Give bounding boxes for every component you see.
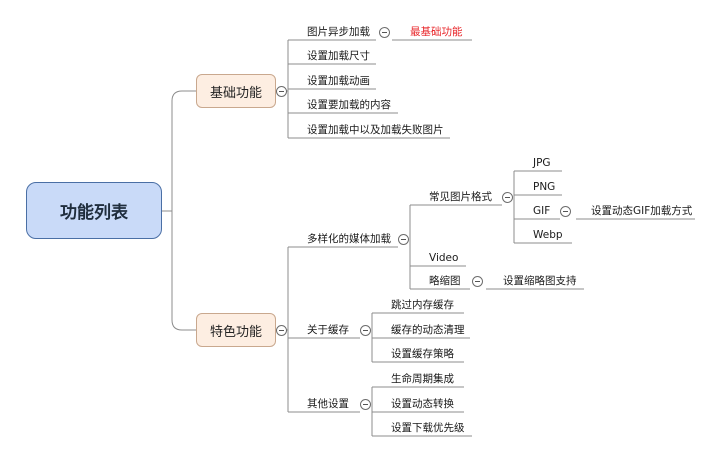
collapse-icon[interactable] (360, 325, 371, 336)
collapse-icon[interactable] (560, 206, 571, 217)
collapse-icon[interactable] (379, 27, 390, 38)
collapse-icon[interactable] (276, 325, 287, 336)
node-image-formats[interactable]: 常见图片格式 (429, 191, 492, 203)
node-caching[interactable]: 关于缓存 (307, 324, 349, 336)
node-skip-memory-cache[interactable]: 跳过内存缓存 (391, 299, 454, 311)
node-load-animation[interactable]: 设置加载动画 (307, 75, 370, 87)
collapse-icon[interactable] (398, 234, 409, 245)
node-lifecycle[interactable]: 生命周期集成 (391, 373, 454, 385)
node-media-loading[interactable]: 多样化的媒体加载 (307, 233, 391, 245)
collapse-icon[interactable] (502, 192, 513, 203)
collapse-icon[interactable] (360, 399, 371, 410)
node-download-priority[interactable]: 设置下载优先级 (391, 422, 465, 434)
node-basic-functions[interactable]: 基础功能 (196, 74, 276, 108)
node-special-functions[interactable]: 特色功能 (196, 313, 276, 347)
node-format-gif[interactable]: GIF (533, 205, 551, 217)
node-async-loading[interactable]: 图片异步加载 (307, 26, 370, 38)
node-dynamic-transform[interactable]: 设置动态转换 (391, 398, 454, 410)
root-node[interactable]: 功能列表 (26, 182, 162, 239)
node-video[interactable]: Video (429, 252, 459, 264)
connector-root-basic (162, 90, 196, 212)
connector-root-special (171, 211, 196, 331)
node-thumbnail[interactable]: 略缩图 (429, 275, 461, 287)
node-placeholder-error-images[interactable]: 设置加载中以及加载失败图片 (307, 124, 444, 136)
node-format-jpg[interactable]: JPG (533, 157, 551, 169)
node-thumbnail-support[interactable]: 设置缩略图支持 (503, 275, 577, 287)
node-gif-mode[interactable]: 设置动态GIF加载方式 (591, 205, 693, 217)
node-format-png[interactable]: PNG (533, 181, 556, 193)
collapse-icon[interactable] (472, 276, 483, 287)
collapse-icon[interactable] (276, 86, 287, 97)
node-load-size[interactable]: 设置加载尺寸 (307, 50, 370, 62)
node-other-settings[interactable]: 其他设置 (307, 398, 349, 410)
node-cache-strategy[interactable]: 设置缓存策略 (391, 348, 454, 360)
node-dynamic-cache-clean[interactable]: 缓存的动态清理 (391, 324, 465, 336)
note-most-basic[interactable]: 最基础功能 (410, 26, 463, 38)
node-format-webp[interactable]: Webp (533, 229, 563, 241)
node-load-content[interactable]: 设置要加载的内容 (307, 99, 391, 111)
